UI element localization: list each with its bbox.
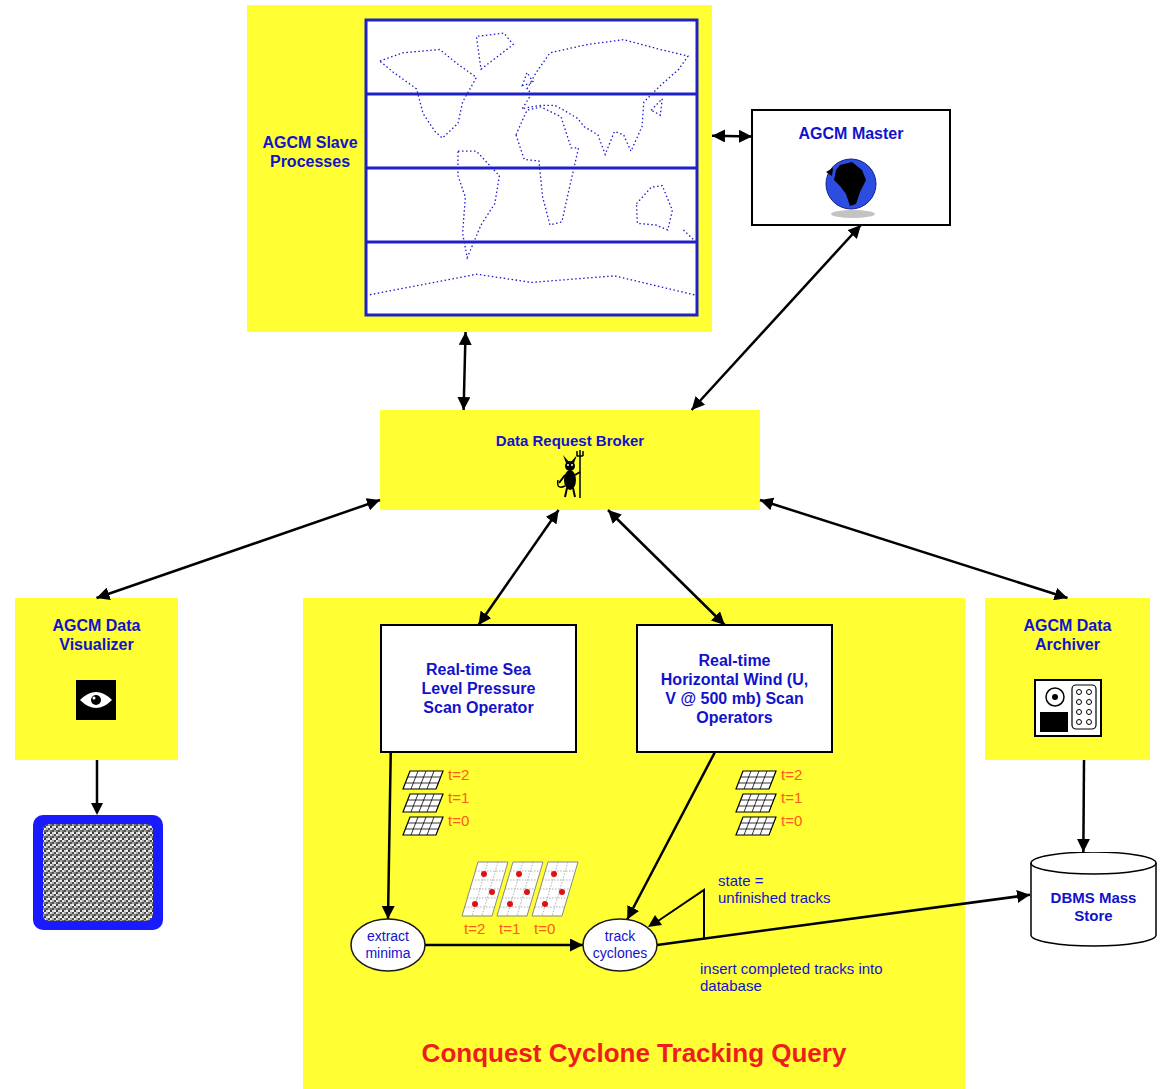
panel: AGCM Data Visualizer <box>15 598 178 760</box>
label-anchor: t=1 <box>781 789 802 806</box>
panel-fill <box>303 598 965 1089</box>
panel-fill <box>247 5 712 332</box>
database-cylinder: DBMS Mass Store <box>1030 852 1157 947</box>
box-fill <box>381 625 576 752</box>
connector-arrow <box>1082 760 1085 852</box>
time-step-label: t=0 <box>781 812 802 829</box>
time-step-label: t=0 <box>448 812 469 829</box>
query-panel: Conquest Cyclone Tracking Query Real-time… <box>303 598 965 1089</box>
screen-image <box>33 815 163 930</box>
globe-icon <box>826 159 876 218</box>
label-anchor: state = unfinished tracks <box>718 872 833 906</box>
time-step-label: t=2 <box>464 920 485 937</box>
panel: AGCM Data Archiver <box>985 598 1150 760</box>
panel: AGCM Slave Processes <box>247 5 712 332</box>
label-anchor: insert completed tracks into database <box>700 960 900 994</box>
connector-arrow <box>388 752 391 919</box>
label-anchor: t=0 <box>448 812 469 829</box>
time-step-label: t=1 <box>499 920 520 937</box>
process-box: AGCM Master <box>752 110 950 225</box>
operator-box: Real-time Horizontal Wind (U, V @ 500 mb… <box>637 625 832 752</box>
connector-arrow <box>464 332 466 410</box>
node-label: AGCM Slave Processes <box>255 133 365 171</box>
connector-arrow <box>760 500 1068 598</box>
grid-stack <box>403 771 443 835</box>
time-step-label: t=2 <box>781 766 802 783</box>
node-label: Data Request Broker <box>380 432 760 450</box>
operator-box: Real-time Sea Level Pressure Scan Operat… <box>381 625 576 752</box>
panel-fill <box>15 598 178 760</box>
connector-arrow <box>608 510 725 625</box>
label-anchor: t=0 <box>781 812 802 829</box>
devil-icon <box>558 450 583 498</box>
node-label: track cyclones <box>588 928 652 962</box>
node-label: Real-time Sea Level Pressure Scan Operat… <box>414 660 544 717</box>
process-ellipse: extract minima <box>350 918 426 972</box>
node-label: Real-time Horizontal Wind (U, V @ 500 mb… <box>660 651 810 727</box>
node-label: AGCM Master <box>752 124 950 143</box>
state-loop <box>658 890 704 939</box>
grid-stack <box>736 771 776 835</box>
connector-arrow <box>425 944 583 947</box>
broker-box: Data Request Broker <box>380 410 760 510</box>
world-map <box>366 20 697 315</box>
minima-grids <box>462 862 578 916</box>
node-label: AGCM Data Archiver <box>997 616 1138 654</box>
connector-arrow <box>97 500 381 598</box>
label-anchor: t=2 <box>448 766 469 783</box>
node-label: AGCM Data Visualizer <box>23 616 170 654</box>
label-anchor: t=2 <box>781 766 802 783</box>
node-label: DBMS Mass Store <box>1044 889 1144 925</box>
label-anchor: t=1 <box>499 920 520 937</box>
label-anchor: t=2 <box>464 920 485 937</box>
node-label: Conquest Cyclone Tracking Query <box>303 1038 965 1068</box>
connector-arrow <box>657 895 1030 945</box>
connector-arrow <box>692 225 861 410</box>
eye-icon <box>76 680 116 720</box>
arrow-line <box>96 760 99 805</box>
connector-arrow <box>479 510 559 625</box>
edge-label: insert completed tracks into database <box>700 960 900 994</box>
time-step-label: t=0 <box>534 920 555 937</box>
time-step-label: t=2 <box>448 766 469 783</box>
tape-drive-icon <box>1035 680 1101 736</box>
box-fill <box>637 625 832 752</box>
state-note: state = unfinished tracks <box>718 872 833 906</box>
box-fill <box>752 110 950 225</box>
node-label: extract minima <box>358 928 418 962</box>
state-loop-head <box>648 915 662 927</box>
time-step-label: t=1 <box>781 789 802 806</box>
panel-fill <box>985 598 1150 760</box>
label-anchor: t=0 <box>534 920 555 937</box>
arrow-head <box>91 803 103 815</box>
label-anchor: t=1 <box>448 789 469 806</box>
process-ellipse: track cyclones <box>582 918 658 972</box>
panel-fill <box>380 410 760 510</box>
connector-arrow <box>712 135 752 138</box>
connector-arrow <box>627 752 715 919</box>
time-step-label: t=1 <box>448 789 469 806</box>
